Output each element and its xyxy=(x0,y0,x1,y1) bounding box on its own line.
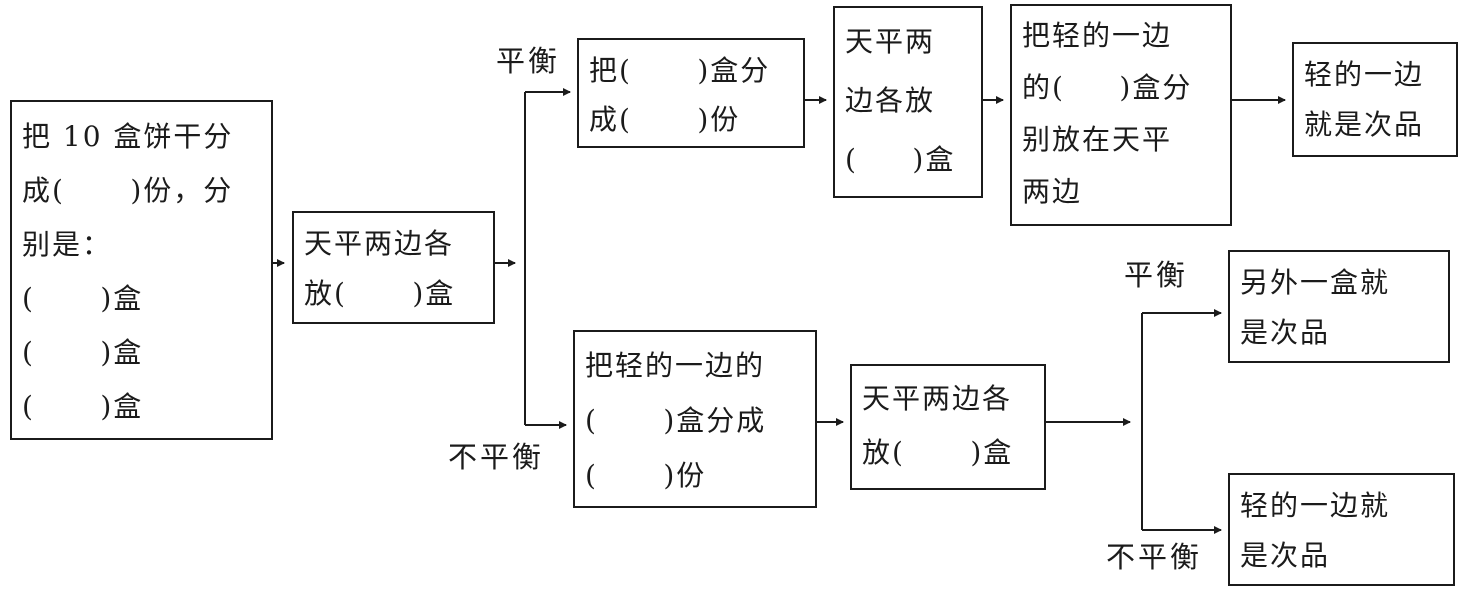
node-weigh-top: 天平两 边各放 ( )盒 xyxy=(833,6,983,198)
label-unbalanced-branch2: 不平衡 xyxy=(1106,540,1203,574)
node-split-bottom: 把轻的一边的 ( )盒分成 ( )份 xyxy=(573,330,817,508)
node-weigh-first: 天平两边各 放( )盒 xyxy=(292,211,495,324)
label-balanced-branch2: 平衡 xyxy=(1124,258,1189,292)
node-split-top: 把( )盒分 成( )份 xyxy=(577,38,805,148)
node-result-top-light-side: 轻的一边 就是次品 xyxy=(1292,42,1458,157)
node-result-light-side: 轻的一边就 是次品 xyxy=(1228,473,1455,586)
label-balanced-branch1: 平衡 xyxy=(496,44,561,78)
label-unbalanced-branch1: 不平衡 xyxy=(448,440,545,474)
node-weigh-bottom: 天平两边各 放( )盒 xyxy=(850,364,1046,490)
node-place-light-side-top: 把轻的一边 的( )盒分 别放在天平 两边 xyxy=(1010,4,1232,226)
node-split-10-boxes: 把 10 盒饼干分 成( )份，分 别是： ( )盒 ( )盒 ( )盒 xyxy=(10,100,273,440)
node-result-other-box: 另外一盒就 是次品 xyxy=(1228,250,1450,363)
